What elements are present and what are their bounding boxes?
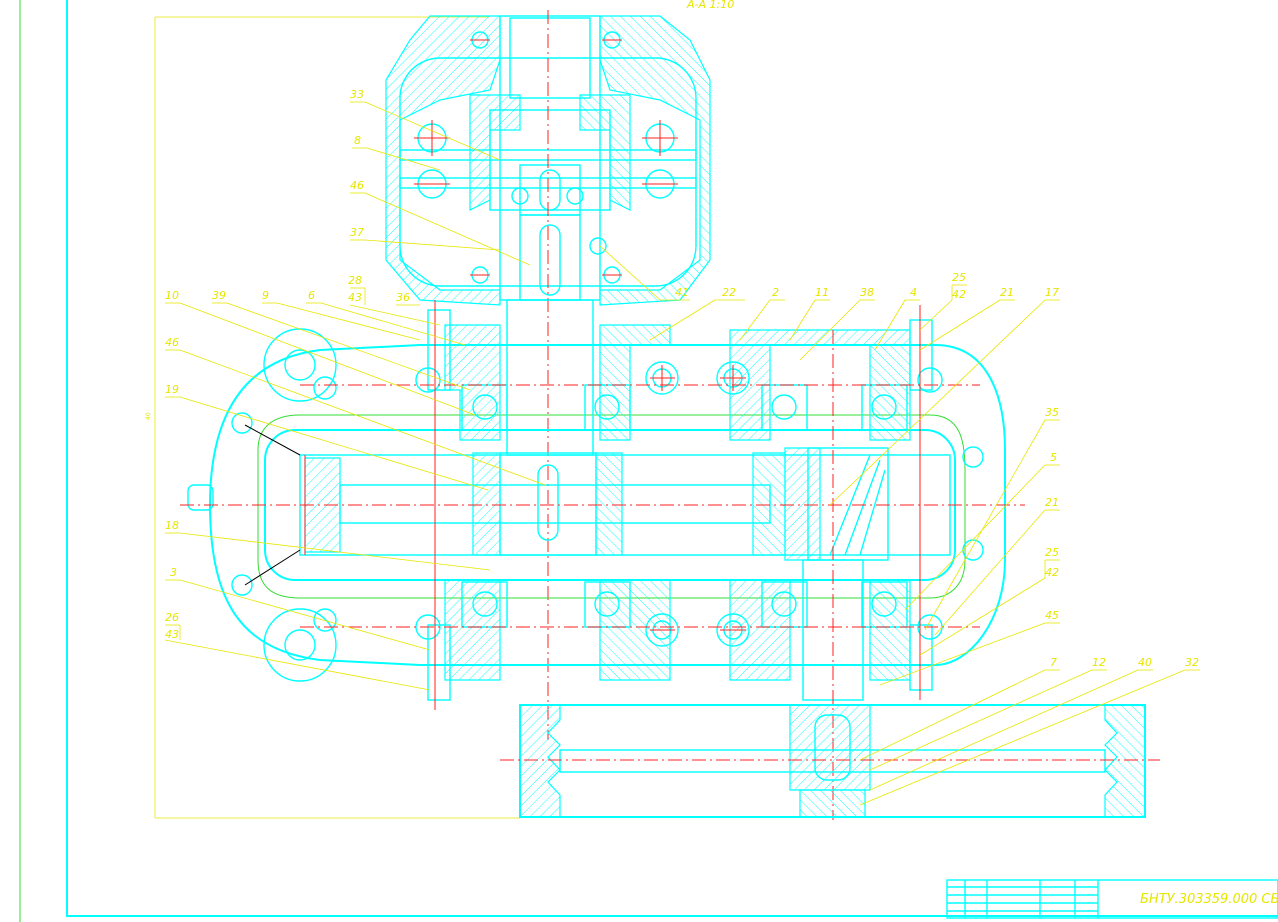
top-housing bbox=[385, 10, 711, 740]
sheet-frame: 40 bbox=[19, 0, 1278, 922]
callout-5: 5 bbox=[1050, 451, 1057, 464]
callout-10: 10 bbox=[165, 289, 179, 302]
callout-46-top: 46 bbox=[350, 179, 364, 192]
callout-11: 11 bbox=[815, 286, 829, 299]
callout-3: 3 bbox=[170, 566, 177, 579]
callout-39: 39 bbox=[212, 289, 226, 302]
leader-lines bbox=[164, 101, 1200, 806]
overall-dimension: 40 bbox=[145, 412, 152, 420]
callout-36: 36 bbox=[396, 291, 410, 304]
callout-12: 12 bbox=[1092, 656, 1106, 669]
callout-33: 33 bbox=[350, 88, 364, 101]
callout-17: 17 bbox=[1045, 286, 1059, 299]
callout-45: 45 bbox=[1045, 609, 1059, 622]
callout-4: 4 bbox=[910, 286, 917, 299]
callout-40: 40 bbox=[1138, 656, 1152, 669]
section-title: А-А 1:10 bbox=[686, 0, 734, 11]
callout-19: 19 bbox=[165, 383, 179, 396]
callout-37: 37 bbox=[350, 226, 364, 239]
callout-42-top: 42 bbox=[952, 288, 966, 301]
callout-25-top: 25 bbox=[952, 271, 966, 284]
callout-7: 7 bbox=[1050, 656, 1057, 669]
callout-35: 35 bbox=[1045, 406, 1059, 419]
callout-41: 41 bbox=[675, 286, 689, 299]
callout-38: 38 bbox=[860, 286, 874, 299]
callout-labels: 33 8 46 37 28 43 36 10 39 9 6 46 19 18 3… bbox=[165, 88, 1199, 669]
callout-6: 6 bbox=[308, 289, 315, 302]
callout-28-top: 28 bbox=[348, 274, 362, 287]
bearings bbox=[461, 384, 908, 628]
title-block: БНТУ.303359.000 СБ bbox=[946, 879, 1278, 919]
callout-22: 22 bbox=[722, 286, 736, 299]
gearbox-body bbox=[180, 299, 1025, 820]
document-code: БНТУ.303359.000 СБ bbox=[1140, 892, 1278, 907]
callout-21-top: 21 bbox=[1000, 286, 1014, 299]
callout-21-bottom: 21 bbox=[1045, 496, 1059, 509]
callout-25-bottom: 25 bbox=[1045, 546, 1059, 559]
callout-43-bottom: 43 bbox=[165, 628, 179, 641]
callout-32: 32 bbox=[1185, 656, 1199, 669]
callout-26: 26 bbox=[165, 611, 179, 624]
callout-42-bottom: 42 bbox=[1045, 566, 1059, 579]
callout-8: 8 bbox=[354, 134, 361, 147]
callout-43-top: 43 bbox=[348, 291, 362, 304]
callout-9: 9 bbox=[262, 289, 269, 302]
callout-2: 2 bbox=[772, 286, 779, 299]
callout-46-mid: 46 bbox=[165, 336, 179, 349]
callout-18: 18 bbox=[165, 519, 179, 532]
